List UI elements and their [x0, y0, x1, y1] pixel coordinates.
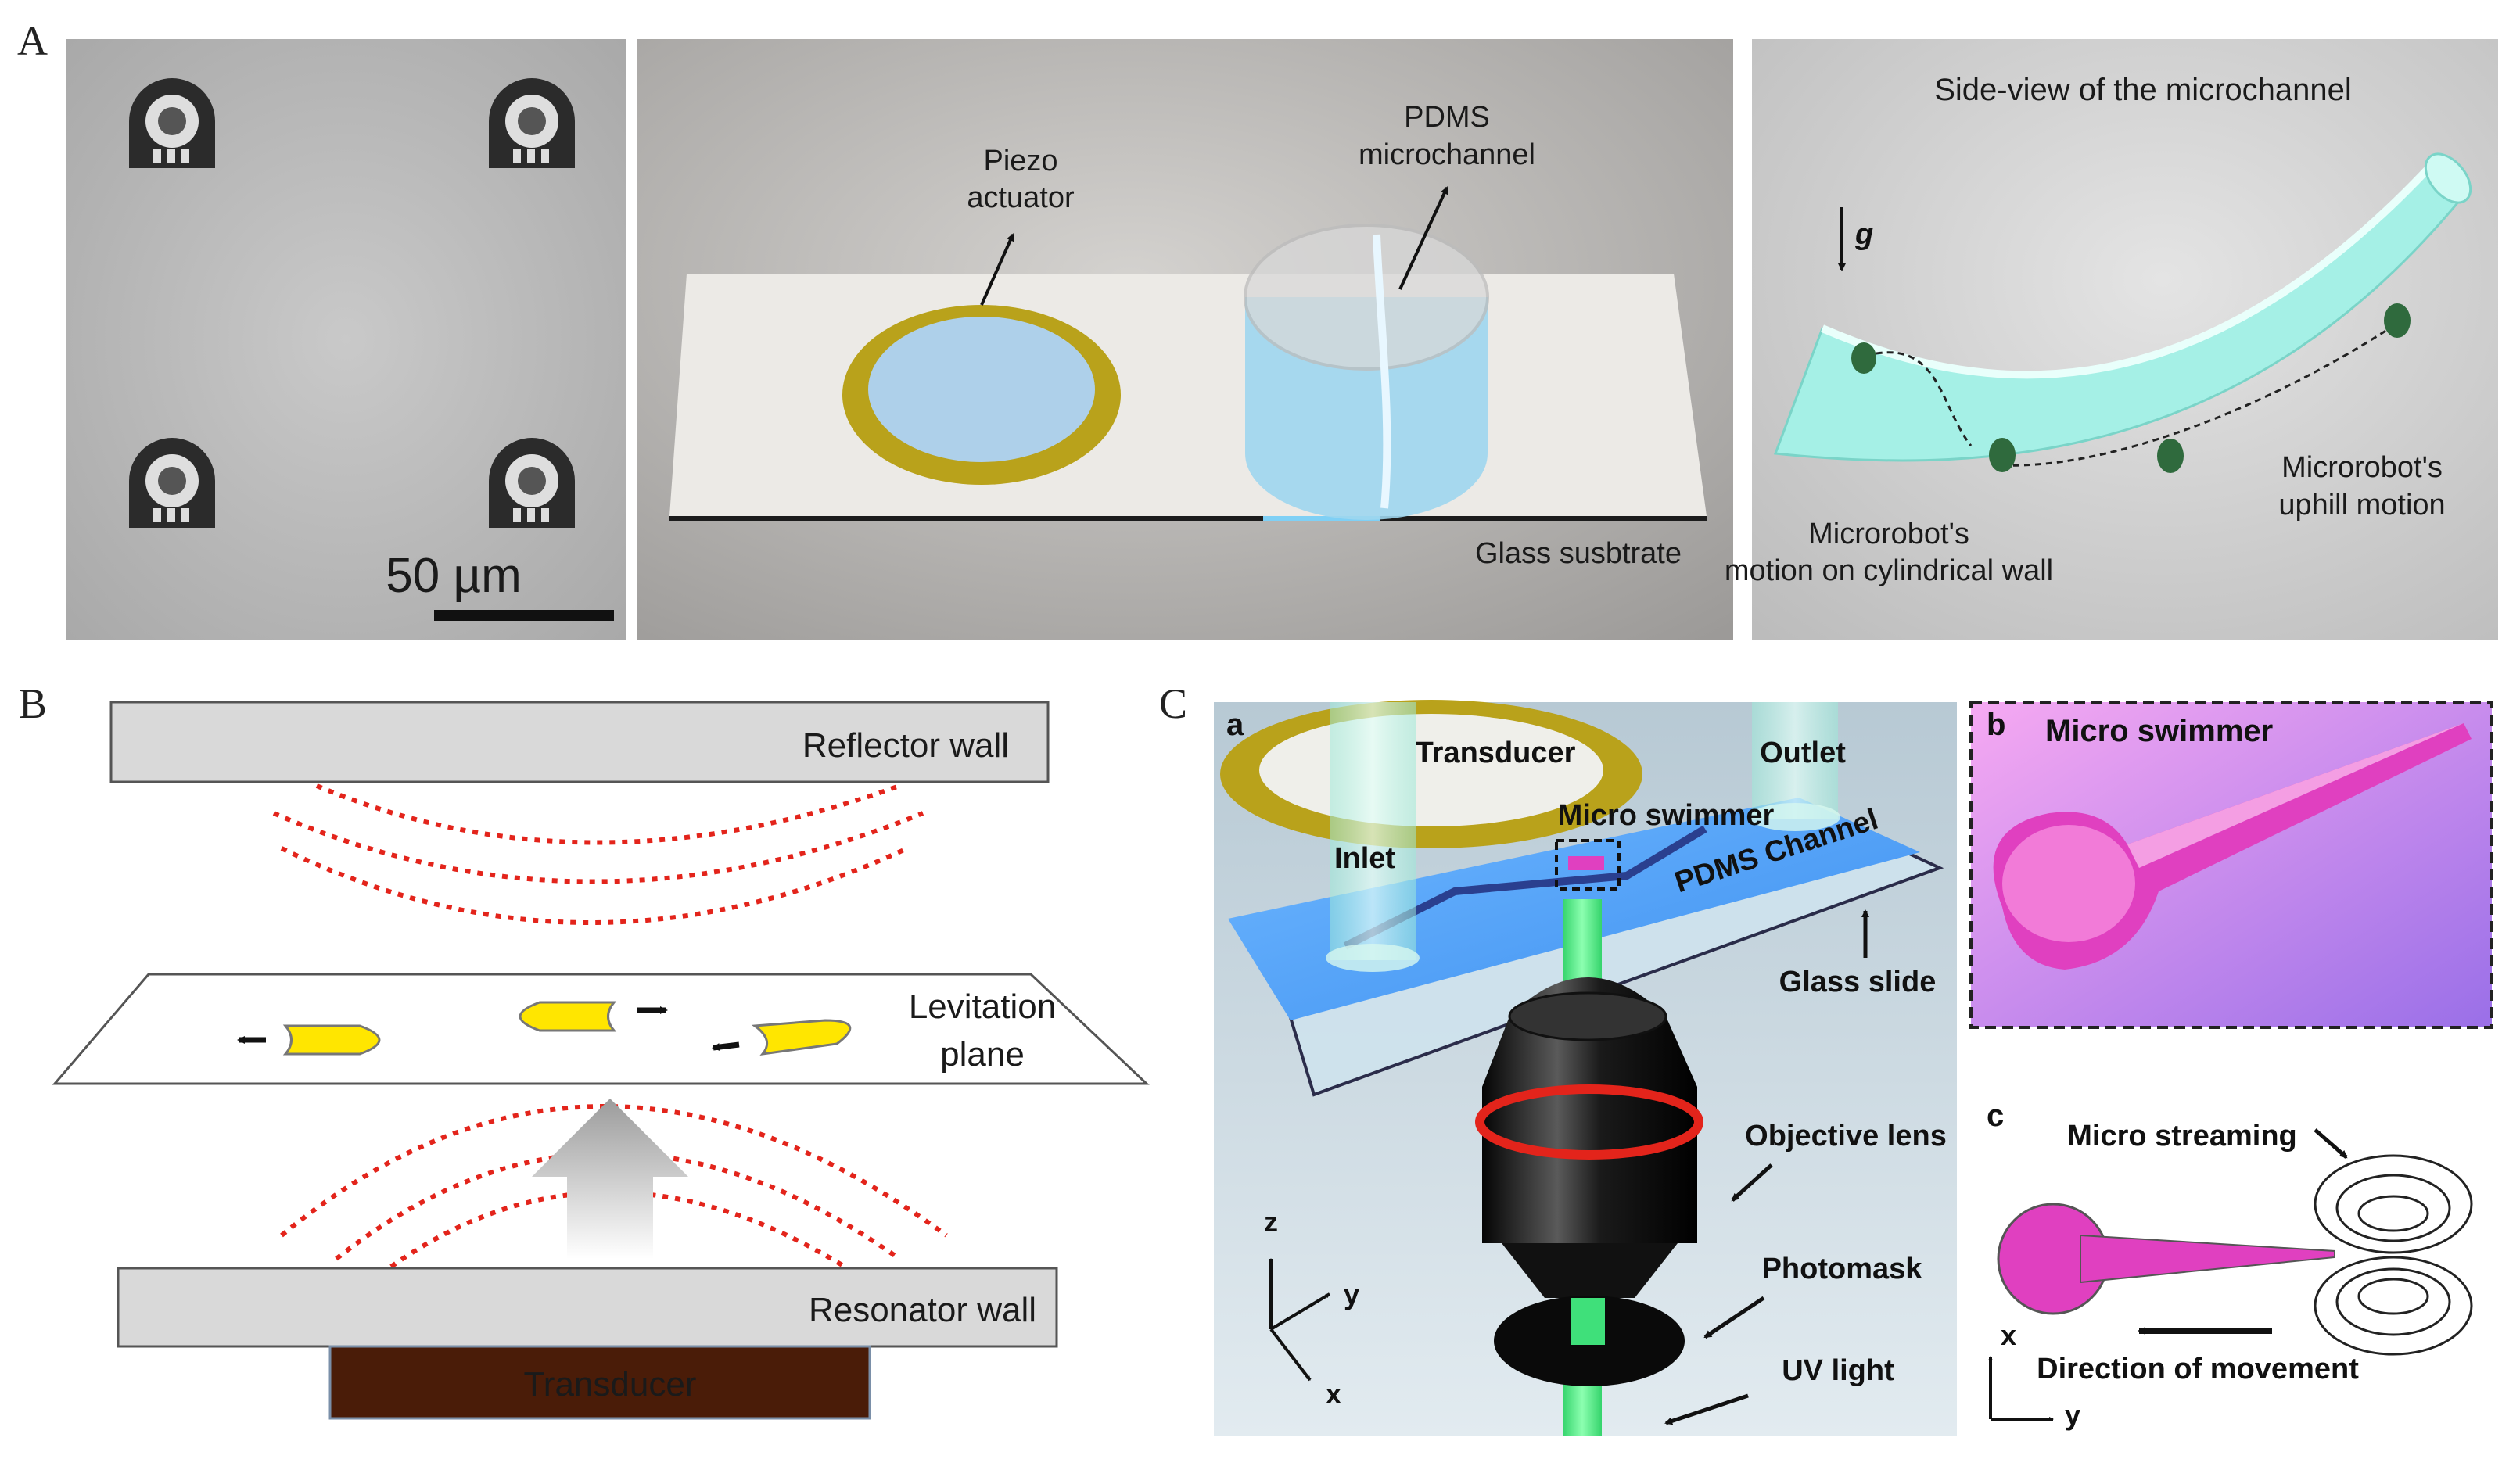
transducer-label-c: Transducer [1416, 737, 1576, 769]
streaming-vortices [2314, 1154, 2473, 1356]
micro-swimmer-3d [1993, 723, 2472, 970]
objective-lens-label: Objective lens [1745, 1120, 1947, 1153]
resonator-wall [117, 1267, 1058, 1348]
uv-light-label: UV light [1782, 1354, 1894, 1387]
piezo-label-2: actuator [967, 181, 1075, 214]
levitation-label-1: Levitation [909, 988, 1056, 1026]
panel-b: Reflector wall Levitation plane Resonato… [52, 701, 1150, 1420]
piezo-label-1: Piezo [983, 145, 1057, 177]
micro-swimmer-label-b: Micro swimmer [2045, 714, 2273, 748]
sub-letter-c: c [1987, 1099, 2004, 1133]
microrobot-grid [129, 78, 575, 528]
levitated-microrobot [519, 1001, 617, 1032]
direction-label: Direction of movement [2037, 1353, 2359, 1386]
inlet-label: Inlet [1334, 842, 1395, 875]
axis-y-label: y [1344, 1278, 1359, 1310]
levitation-label-2: plane [940, 1035, 1025, 1074]
levitated-microrobot [751, 1019, 852, 1056]
micro-swimmer-2d [1997, 1203, 2335, 1315]
panel-letter-a: A [17, 17, 48, 64]
micro-streaming-label: Micro streaming [2067, 1120, 2297, 1153]
motion-wall-label-1: Microrobot's [1808, 518, 1969, 550]
micro-swimmer-highlight [1555, 839, 1621, 891]
microrobot-marker [2384, 303, 2411, 338]
acoustic-waves-top [272, 783, 924, 925]
scale-bar [434, 610, 614, 621]
panel-c-streaming: c Micro streaming Direction of movement … [1987, 1099, 2473, 1431]
axes-triad: z y x [1264, 1206, 1359, 1410]
gravity-label: g [1854, 218, 1873, 251]
panel-letter-c: C [1159, 680, 1187, 727]
axis-x-label-c: x [2001, 1319, 2016, 1351]
transducer-block [328, 1345, 871, 1420]
motion-uphill-label-2: uphill motion [2278, 489, 2445, 522]
pdms-microchannel [1244, 224, 1489, 520]
transducer-label: Transducer [524, 1365, 697, 1403]
microrobot-marker [1851, 342, 1876, 374]
axis-z-label: z [1264, 1206, 1278, 1238]
microrobot-direction-arrow [712, 1041, 740, 1052]
outlet-label: Outlet [1760, 737, 1846, 769]
panel-a-side-view: Side-view of the microchannel g Microrob… [1725, 39, 2498, 640]
axes-2d: x y [1988, 1319, 2080, 1431]
gravity-indicator: g [1838, 207, 1873, 271]
sub-letter-b: b [1987, 708, 2005, 742]
panel-c-setup: a Transducer Outlet Micro swimmer Inlet … [1214, 700, 1957, 1436]
axis-x-label: x [1326, 1378, 1341, 1410]
resonator-wall-label: Resonator wall [809, 1291, 1036, 1329]
levitated-microrobots [237, 1001, 852, 1056]
pdms-label-2: microchannel [1359, 138, 1535, 171]
acoustic-arrow [532, 1099, 688, 1259]
microrobot-image [489, 78, 575, 168]
microrobot-image [129, 78, 215, 168]
microrobot-path [1865, 327, 2390, 467]
side-view-title: Side-view of the microchannel [1934, 73, 2352, 107]
microrobot-marker [1989, 438, 2016, 472]
panel-c-swimmer: b Micro swimmer [1969, 701, 2493, 1029]
microrobot-image [129, 438, 215, 528]
microrobot-marker [2157, 439, 2184, 473]
objective-lens [1475, 977, 1703, 1386]
scale-bar-label: 50 µm [386, 549, 522, 603]
microrobot-image [489, 438, 575, 528]
reflector-wall-label: Reflector wall [802, 726, 1009, 765]
microrobot-markers [1851, 303, 2411, 473]
motion-uphill-label-1: Microrobot's [2281, 451, 2443, 484]
panel-a-micrograph: 50 µm [66, 39, 626, 640]
glass-substrate-label: Glass susbtrate [1475, 537, 1682, 570]
levitated-microrobot [282, 1024, 381, 1056]
pdms-label-1: PDMS [1404, 101, 1490, 134]
motion-wall-label-2: motion on cylindrical wall [1725, 554, 2053, 587]
glass-substrate [669, 274, 1707, 516]
micro-swimmer-label-a: Micro swimmer [1558, 799, 1775, 832]
microchannel-tube [1773, 152, 2472, 462]
axis-y-label-c: y [2065, 1399, 2080, 1431]
panel-letter-b: B [19, 680, 47, 727]
panel-a-device: Piezo actuator PDMS microchannel Glass s… [637, 39, 1733, 640]
photomask-label: Photomask [1762, 1253, 1923, 1285]
glass-slide-label: Glass slide [1779, 966, 1937, 998]
sub-letter-a: a [1226, 708, 1244, 742]
reflector-wall [109, 701, 1050, 783]
